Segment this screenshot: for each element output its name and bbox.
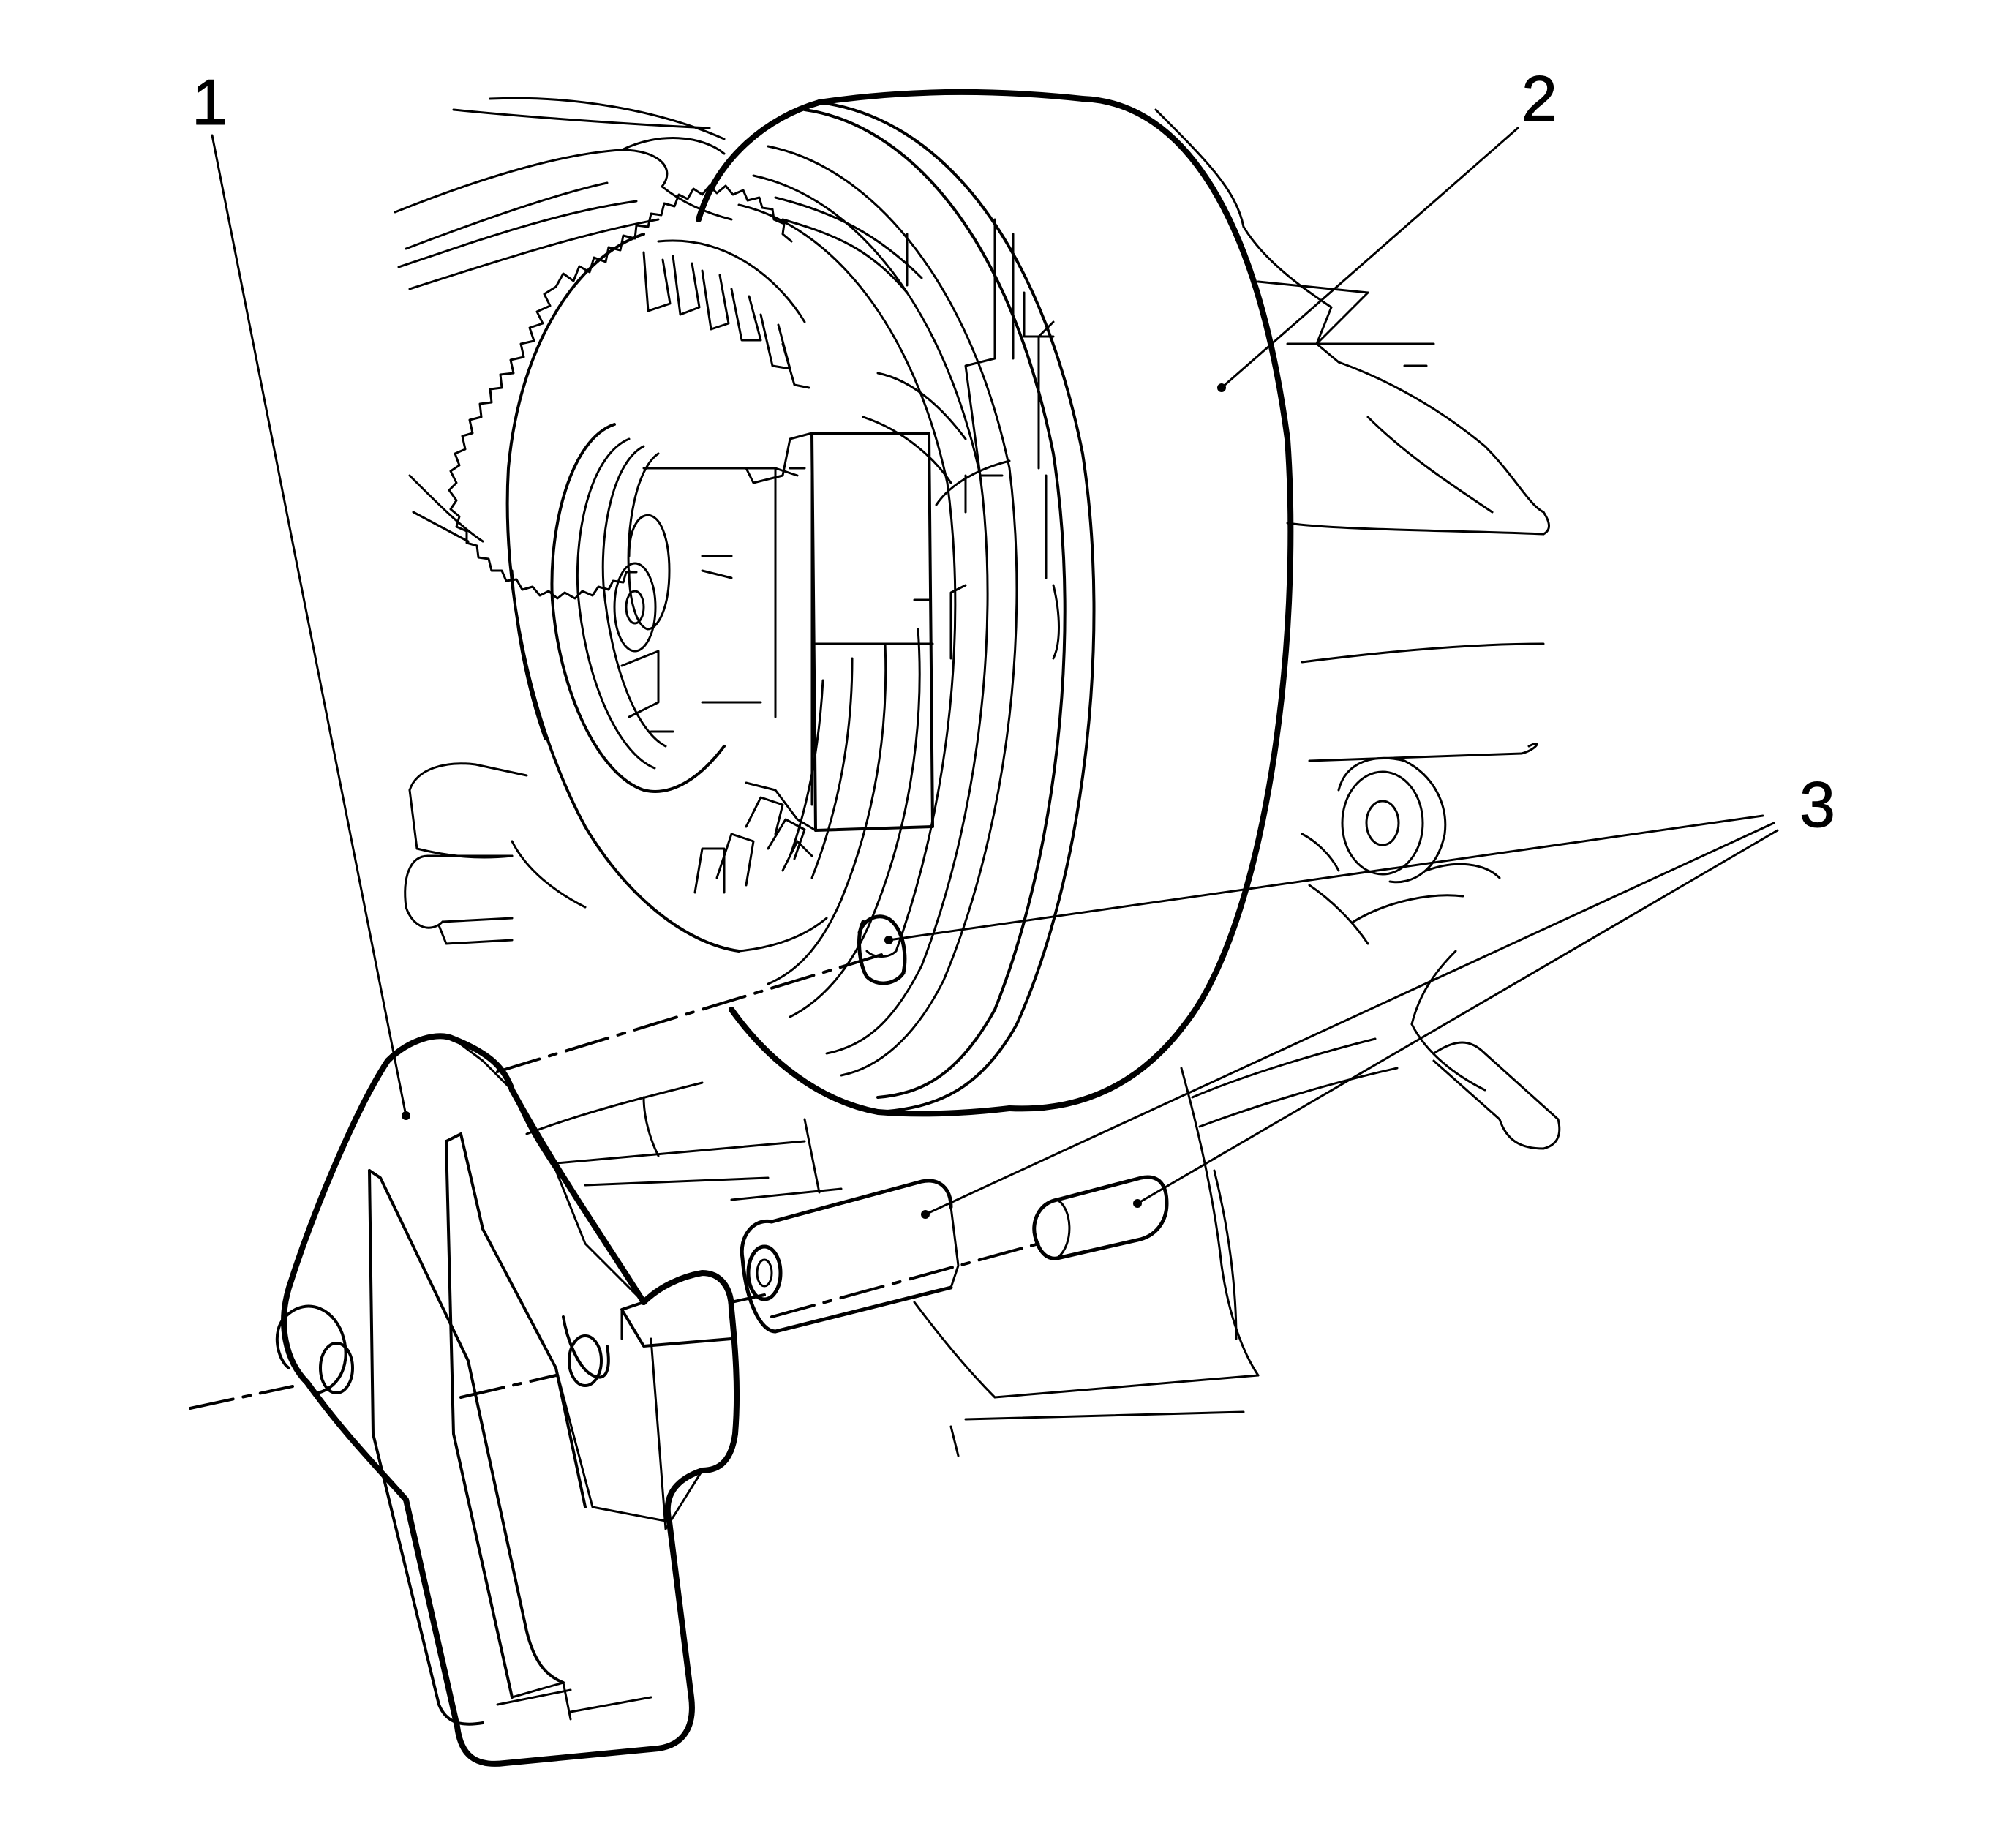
callout-3-label: 3 bbox=[1799, 768, 1835, 841]
leader-lines bbox=[211, 127, 1779, 1216]
leader-line-1 bbox=[211, 134, 407, 1117]
callout-1-label: 1 bbox=[192, 66, 227, 138]
crankshaft-pulley bbox=[696, 89, 1294, 1117]
leader-line-2 bbox=[1220, 127, 1519, 389]
alignment-lines bbox=[189, 953, 1040, 1410]
pulley-dowel-hole bbox=[857, 914, 907, 985]
callout-2-label: 2 bbox=[1522, 62, 1557, 135]
engine-housing-background bbox=[394, 97, 1561, 1457]
spacer-sleeve bbox=[740, 1179, 960, 1334]
leader-dots bbox=[402, 383, 1226, 1219]
leader-line-3a bbox=[887, 814, 1764, 942]
timing-gear bbox=[448, 184, 934, 953]
bracket-tool bbox=[275, 1033, 740, 1767]
leader-line-3b bbox=[924, 822, 1775, 1216]
leader-line-3c bbox=[1136, 829, 1779, 1205]
dowel-pin bbox=[1032, 1175, 1169, 1260]
